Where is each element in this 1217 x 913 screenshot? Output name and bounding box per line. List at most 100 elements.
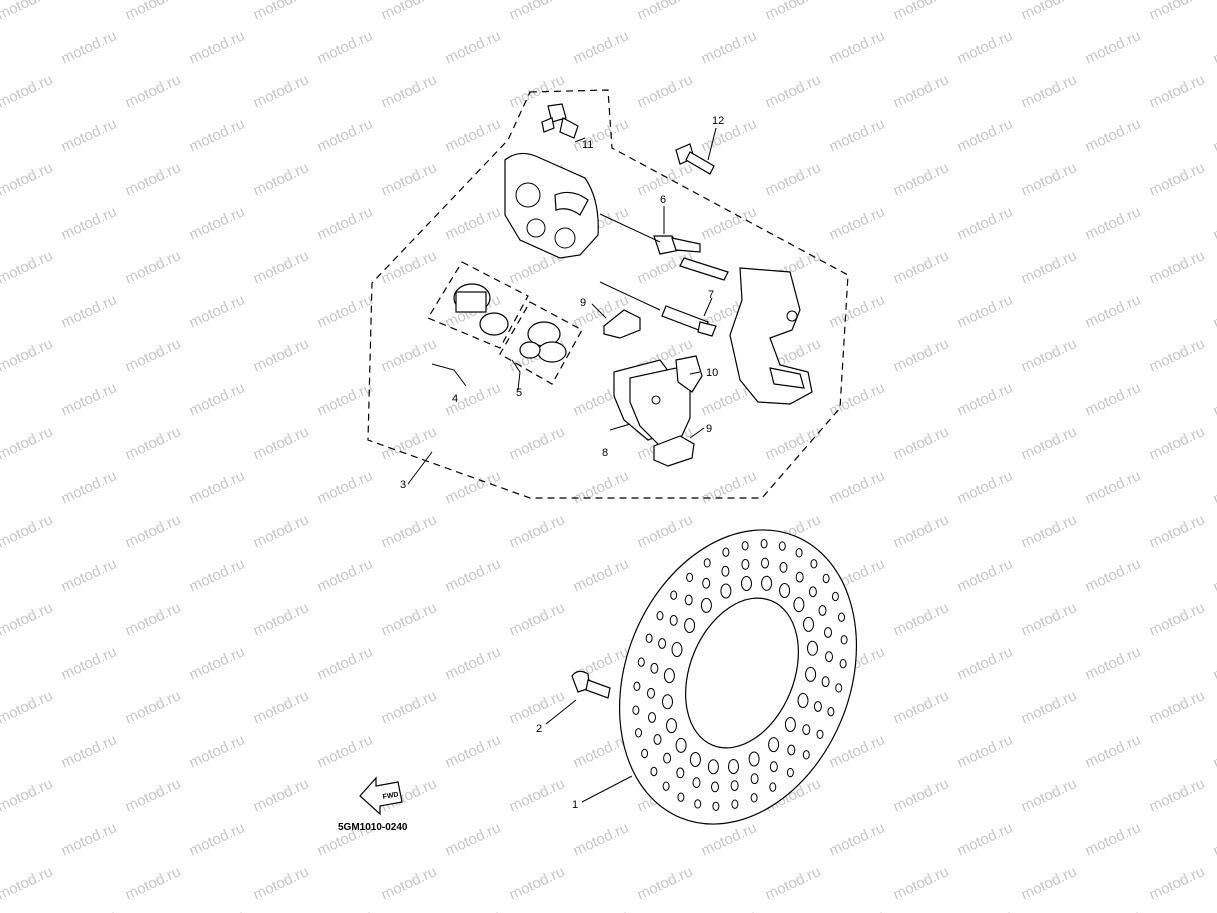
watermark-text: motod.ru	[315, 907, 376, 913]
callout-4: 4	[452, 393, 458, 405]
watermark-text: motod.ru	[123, 247, 184, 287]
disc-hole	[840, 635, 848, 645]
disc-hole	[761, 575, 773, 591]
watermark-text: motod.ru	[59, 27, 120, 67]
disc-hole	[787, 744, 796, 756]
watermark-text: motod.ru	[1211, 115, 1217, 155]
watermark-text: motod.ru	[571, 555, 632, 595]
watermark-text: motod.ru	[443, 203, 504, 243]
disc-hole	[769, 782, 777, 792]
watermark-text: motod.ru	[891, 335, 952, 375]
watermark-text: motod.ru	[1019, 511, 1080, 551]
watermark-text: motod.ru	[1147, 599, 1208, 639]
watermark-text: motod.ru	[379, 863, 440, 903]
disc-hole	[821, 676, 830, 688]
brake-disc	[618, 529, 858, 825]
watermark-text: motod.ru	[251, 423, 312, 463]
watermark-text: motod.ru	[827, 819, 888, 859]
watermark-text: motod.ru	[1019, 599, 1080, 639]
watermark-text: motod.ru	[379, 71, 440, 111]
disc-hole	[721, 565, 730, 577]
watermark-text: motod.ru	[1147, 511, 1208, 551]
watermark-text: motod.ru	[1083, 555, 1144, 595]
watermark-text: motod.ru	[187, 643, 248, 683]
watermark-text: motod.ru	[507, 0, 568, 24]
watermark-text: motod.ru	[1019, 0, 1080, 24]
disc-hole	[656, 611, 664, 621]
disc-hole	[676, 767, 685, 779]
watermark-text: motod.ru	[315, 467, 376, 507]
watermark-text: motod.ru	[187, 467, 248, 507]
watermark-text: motod.ru	[827, 291, 888, 331]
watermark-text: motod.ru	[1147, 863, 1208, 903]
watermark-text: motod.ru	[507, 599, 568, 639]
watermark-text: motod.ru	[0, 335, 55, 375]
watermark-text: motod.ru	[699, 203, 760, 243]
watermark-text: motod.ru	[123, 511, 184, 551]
disc-hole	[731, 799, 739, 809]
watermark-text: motod.ru	[827, 203, 888, 243]
watermark-text: motod.ru	[123, 159, 184, 199]
disc-hole	[839, 659, 847, 669]
disc-hole	[824, 627, 832, 638]
watermark-text: motod.ru	[251, 511, 312, 551]
watermark-text: motod.ru	[1211, 731, 1217, 771]
watermark-text: motod.ru	[0, 775, 55, 815]
watermark-text: motod.ru	[955, 731, 1016, 771]
disc-hole	[637, 657, 645, 667]
watermark-text: motod.ru	[571, 907, 632, 913]
disc-hole	[692, 777, 701, 788]
watermark-text: motod.ru	[955, 467, 1016, 507]
watermark-text: motod.ru	[187, 115, 248, 155]
watermark-text: motod.ru	[571, 467, 632, 507]
watermark-text: motod.ru	[699, 819, 760, 859]
watermark-text: motod.ru	[891, 423, 952, 463]
disc-hole	[779, 562, 788, 573]
disc-hole	[662, 781, 670, 791]
watermark-text: motod.ru	[827, 907, 888, 913]
watermark-text: motod.ru	[187, 203, 248, 243]
disc-hole	[741, 576, 752, 591]
watermark-text: motod.ru	[955, 643, 1016, 683]
watermark-text: motod.ru	[187, 27, 248, 67]
watermark-text: motod.ru	[1211, 467, 1217, 507]
disc-hole	[666, 718, 677, 734]
disc-hole	[807, 640, 818, 656]
watermark-text: motod.ru	[827, 731, 888, 771]
watermark-text: motod.ru	[187, 379, 248, 419]
disc-hole	[669, 615, 678, 626]
watermark-text: motod.ru	[1211, 907, 1217, 913]
watermark-text: motod.ru	[0, 863, 55, 903]
disc-hole	[663, 752, 672, 764]
disc-hole	[684, 618, 696, 633]
watermark-text: motod.ru	[59, 643, 120, 683]
watermark-text: motod.ru	[1083, 203, 1144, 243]
watermark-text: motod.ru	[507, 687, 568, 727]
callout-3: 3	[400, 479, 406, 491]
fwd-label: FWD	[382, 791, 399, 801]
watermark-text: motod.ru	[251, 247, 312, 287]
disc-hole	[641, 748, 649, 759]
disc-hole	[722, 547, 730, 557]
watermark-text: motod.ru	[443, 467, 504, 507]
watermark-text: motod.ru	[1083, 27, 1144, 67]
watermark-text: motod.ru	[123, 775, 184, 815]
watermark-text: motod.ru	[699, 907, 760, 913]
watermark-text: motod.ru	[1083, 115, 1144, 155]
diagram-code: 5GM1010-0240	[338, 822, 408, 833]
disc-hole	[761, 557, 769, 569]
callout-9-upper: 9	[580, 297, 586, 309]
watermark-text: motod.ru	[123, 599, 184, 639]
watermark-text: motod.ru	[1211, 27, 1217, 67]
watermark-text: motod.ru	[891, 247, 952, 287]
disc-hole	[802, 724, 811, 735]
watermark-text: motod.ru	[1147, 159, 1208, 199]
disc-hole	[795, 571, 804, 583]
watermark-text: motod.ru	[507, 423, 568, 463]
callout-9-lower: 9	[706, 423, 712, 435]
watermark-text: motod.ru	[315, 643, 376, 683]
disc-hole	[748, 751, 760, 767]
watermark-text: motod.ru	[1147, 423, 1208, 463]
callout-1: 1	[572, 799, 578, 811]
watermark-text: motod.ru	[699, 27, 760, 67]
